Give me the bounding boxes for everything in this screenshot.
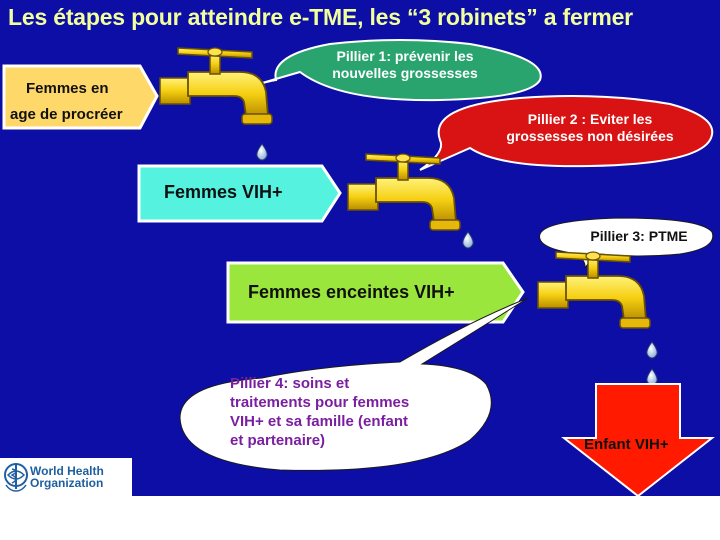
water-drop-icon — [647, 342, 657, 358]
pillier2-line2: grossesses non désirées — [480, 128, 700, 145]
water-drop-icon — [463, 232, 473, 248]
who-logo: World Health Organization — [0, 458, 132, 496]
water-drop-icon — [647, 369, 657, 385]
pillier2-line1: Pillier 2 : Eviter les — [480, 111, 700, 128]
faucet-icon — [348, 154, 460, 230]
faucet-icon — [538, 252, 650, 328]
slide: Les étapes pour atteindre e-TME, les “3 … — [0, 0, 720, 496]
arrow-box-femmes-vih: Femmes VIH+ — [164, 182, 283, 203]
bubble-pillier4: Pillier 4: soins et traitements pour fem… — [230, 374, 470, 450]
water-drop-icon — [257, 144, 267, 160]
who-emblem-icon — [2, 461, 30, 493]
femmes-age-line1: Femmes en — [10, 76, 150, 102]
faucet-icon — [160, 48, 272, 124]
pillier4-line4: et partenaire) — [230, 431, 470, 450]
pillier1-line2: nouvelles grossesses — [300, 65, 510, 82]
arrow-box-femmes-age: Femmes en age de procréer — [10, 76, 150, 128]
pillier4-line3: VIH+ et sa famille (enfant — [230, 412, 470, 431]
arrow-box-femmes-enceintes: Femmes enceintes VIH+ — [248, 282, 455, 303]
who-logo-text: World Health Organization — [30, 465, 104, 489]
pillier4-line1: Pillier 4: soins et — [230, 374, 470, 393]
slide-title: Les étapes pour atteindre e-TME, les “3 … — [8, 4, 718, 31]
pillier1-line1: Pillier 1: prévenir les — [300, 48, 510, 65]
bubble-pillier1: Pillier 1: prévenir les nouvelles grosse… — [300, 48, 510, 82]
pillier4-line2: traitements pour femmes — [230, 393, 470, 412]
outcome-label: Enfant VIH+ — [584, 436, 669, 453]
bubble-pillier3: Pillier 3: PTME — [572, 228, 706, 245]
femmes-age-line2: age de procréer — [10, 102, 150, 128]
bubble-pillier2: Pillier 2 : Eviter les grossesses non dé… — [480, 111, 700, 145]
who-line2: Organization — [30, 477, 104, 489]
